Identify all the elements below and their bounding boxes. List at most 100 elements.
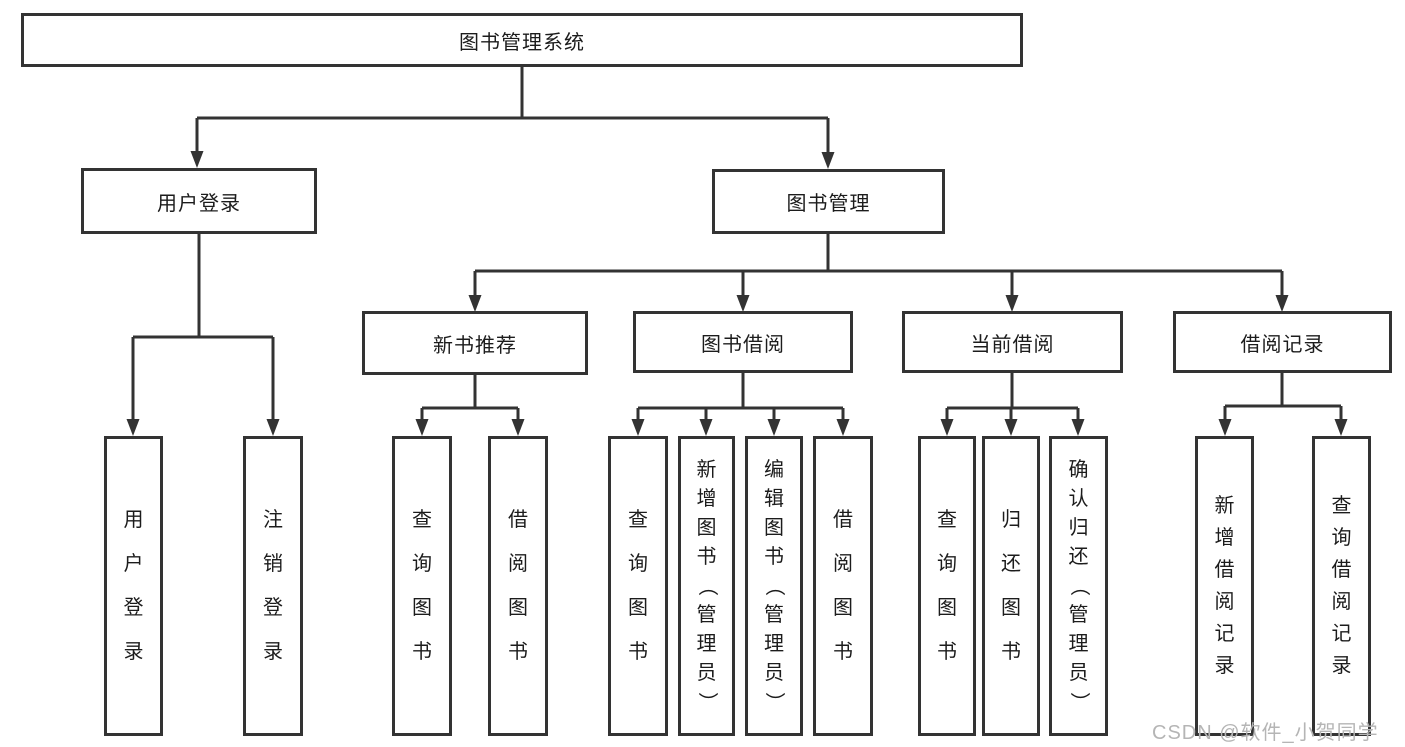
node-logout-leaf: 注销登录 [243, 436, 303, 736]
vertical-char: 借 [1214, 559, 1235, 581]
vertical-char: 书 [412, 641, 432, 663]
vertical-char: 询 [1331, 527, 1352, 549]
vertical-char: 增 [696, 488, 717, 510]
connector-current-borrow-to-leaves [945, 373, 1080, 422]
connector-book-borrow-to-leaves [636, 373, 845, 422]
vertical-char: 图 [696, 517, 717, 539]
vertical-char: 记 [1214, 623, 1235, 645]
vertical-char: 查 [628, 509, 648, 531]
vertical-char: 录 [1331, 655, 1352, 677]
vertical-char: 员 [764, 662, 784, 684]
vertical-char: ） [763, 692, 785, 712]
vertical-char: 查 [1331, 495, 1352, 517]
node-label: 新书推荐 [433, 334, 517, 357]
node-add-books-admin-leaf: 新增图书 （ 管理员 ） [678, 436, 735, 736]
vertical-char: ） [1067, 692, 1090, 712]
vertical-char: 借 [508, 509, 528, 531]
node-query-books-leaf: 查询图书 [608, 436, 668, 736]
arrowheads [126, 151, 1348, 436]
vertical-char: 图 [833, 597, 853, 619]
watermark: CSDN @软件_小贺同学 [1152, 722, 1379, 744]
node-add-borrow-record-leaf: 新增借阅记录 [1195, 436, 1254, 736]
vertical-char: 员 [696, 662, 717, 684]
node-user-login: 用户登录 [81, 168, 317, 234]
vertical-char: 还 [1068, 546, 1089, 568]
vertical-char: 归 [1068, 517, 1089, 539]
vertical-char: （ [1067, 576, 1090, 596]
vertical-char: 登 [123, 597, 144, 619]
node-user-login-leaf: 用户登录 [104, 436, 163, 736]
node-query-books-leaf: 查询图书 [918, 436, 976, 736]
vertical-char: （ [763, 576, 785, 596]
vertical-char: 图 [412, 597, 432, 619]
connector-new-book-to-leaves [420, 374, 520, 422]
vertical-char: 辑 [764, 488, 784, 510]
vertical-char: 理 [1068, 633, 1089, 655]
node-edit-books-admin-leaf: 编辑图书（管理员） [745, 436, 803, 736]
vertical-char: 书 [628, 641, 648, 663]
vertical-char: 管 [764, 604, 784, 626]
vertical-char: 查 [937, 509, 957, 531]
vertical-char: 书 [696, 546, 717, 568]
node-label: 图书借阅 [701, 333, 785, 356]
vertical-char: 借 [1331, 559, 1352, 581]
vertical-char: 登 [263, 597, 283, 619]
node-borrow-books-leaf: 借阅图书 [488, 436, 548, 736]
vertical-char: 认 [1068, 488, 1089, 510]
vertical-char: 询 [412, 553, 432, 575]
vertical-char: 阅 [1214, 591, 1235, 613]
vertical-char: 阅 [833, 553, 853, 575]
connector-root-to-level2 [195, 67, 830, 155]
node-return-books-leaf: 归还图书 [982, 436, 1040, 736]
vertical-char: ） [695, 692, 718, 712]
vertical-char: 书 [833, 641, 853, 663]
node-query-borrow-record-leaf: 查询借阅记录 [1312, 436, 1371, 736]
vertical-char: 图 [1001, 597, 1021, 619]
node-query-books-leaf: 查询图书 [392, 436, 452, 736]
vertical-char: 销 [263, 553, 283, 575]
vertical-char: 归 [1001, 509, 1021, 531]
vertical-char: 员 [1068, 662, 1089, 684]
vertical-char: 增 [1214, 527, 1235, 549]
vertical-char: 理 [696, 633, 717, 655]
node-book-management: 图书管理 [712, 169, 945, 234]
node-label: 用户登录 [157, 192, 241, 215]
vertical-char: 记 [1331, 623, 1352, 645]
vertical-char: 阅 [1331, 591, 1352, 613]
vertical-char: 理 [764, 633, 784, 655]
vertical-char: 图 [508, 597, 528, 619]
vertical-char: 管 [696, 604, 717, 626]
node-current-borrow: 当前借阅 [902, 311, 1123, 373]
node-library-management-system: 图书管理系统 [21, 13, 1023, 67]
vertical-char: 注 [263, 509, 283, 531]
vertical-char: 书 [508, 641, 528, 663]
vertical-char: 新 [696, 459, 717, 481]
vertical-char: （ [695, 576, 718, 596]
node-label: 借阅记录 [1240, 333, 1325, 356]
node-book-borrow: 图书借阅 [633, 311, 853, 373]
vertical-char: 图 [764, 517, 784, 539]
vertical-char: 阅 [508, 553, 528, 575]
vertical-char: 用 [123, 509, 144, 531]
vertical-char: 新 [1214, 495, 1235, 517]
vertical-char: 确 [1068, 459, 1089, 481]
vertical-char: 书 [937, 641, 957, 663]
vertical-char: 图 [628, 597, 648, 619]
vertical-char: 户 [123, 553, 144, 575]
vertical-char: 借 [833, 509, 853, 531]
vertical-char: 录 [123, 641, 144, 663]
node-new-book-recommend: 新书推荐 [362, 311, 588, 375]
node-confirm-return-admin-leaf: 确认归还 （ 管理员 ） [1049, 436, 1108, 736]
vertical-char: 询 [937, 553, 957, 575]
vertical-char: 还 [1001, 553, 1021, 575]
vertical-char: 查 [412, 509, 432, 531]
vertical-char: 录 [263, 641, 283, 663]
connector-book-management-to-level3 [473, 234, 1284, 298]
vertical-char: 管 [1068, 604, 1089, 626]
node-borrow-books-leaf: 借阅图书 [813, 436, 873, 736]
vertical-char: 图 [937, 597, 957, 619]
node-label: 当前借阅 [970, 333, 1055, 356]
node-borrow-records: 借阅记录 [1173, 311, 1392, 373]
node-label: 图书管理系统 [459, 31, 585, 54]
